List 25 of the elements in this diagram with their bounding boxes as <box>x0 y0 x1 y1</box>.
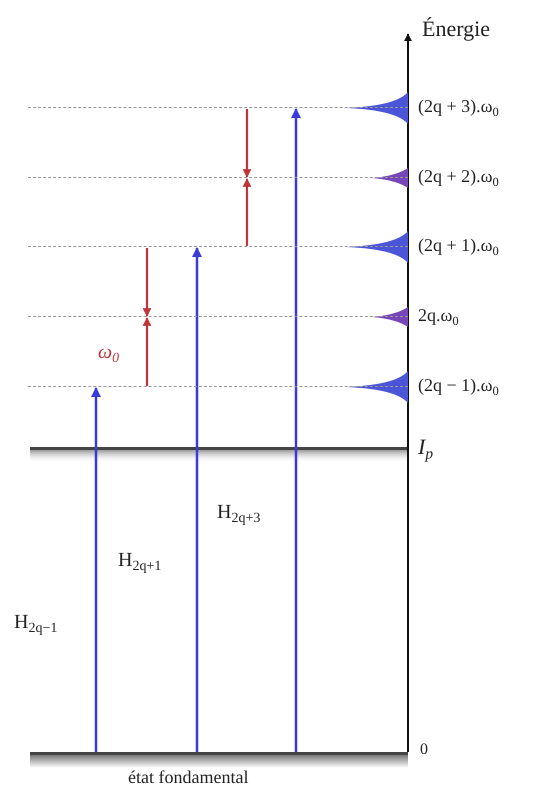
level-label: état fondamental <box>128 768 248 786</box>
level-label: (2q + 2).ω$_{0}$ <box>418 167 499 188</box>
axis-label: Énergie <box>422 18 490 40</box>
edge-label: H$_{2q+1}$ <box>118 550 162 574</box>
energy-level-line <box>28 177 408 178</box>
tick-label: I$_{p}$ <box>418 436 434 462</box>
edge-label: H$_{2q−1}$ <box>14 612 58 636</box>
arrow <box>142 248 152 317</box>
edge-label: ω$_{0}$ <box>98 342 120 366</box>
energy-level-line <box>28 107 408 108</box>
energy-level-line <box>28 386 408 387</box>
level-label: (2q − 1).ω$_{0}$ <box>418 376 499 398</box>
arrow <box>242 109 252 178</box>
arrow <box>242 178 252 246</box>
level-label: (2q + 3).ω$_{0}$ <box>418 97 499 118</box>
energy-level-line <box>28 246 408 247</box>
arrow <box>192 247 202 752</box>
level-label: 2q.ω$_{0}$ <box>418 306 459 328</box>
energy-level-line <box>28 316 408 317</box>
edge-label: H$_{2q+3}$ <box>217 502 260 526</box>
level-label: (2q + 1).ω$_{0}$ <box>418 236 499 258</box>
tick-label: 0 <box>420 742 428 758</box>
arrow <box>91 387 101 752</box>
arrow <box>142 317 152 386</box>
arrow <box>291 108 301 752</box>
